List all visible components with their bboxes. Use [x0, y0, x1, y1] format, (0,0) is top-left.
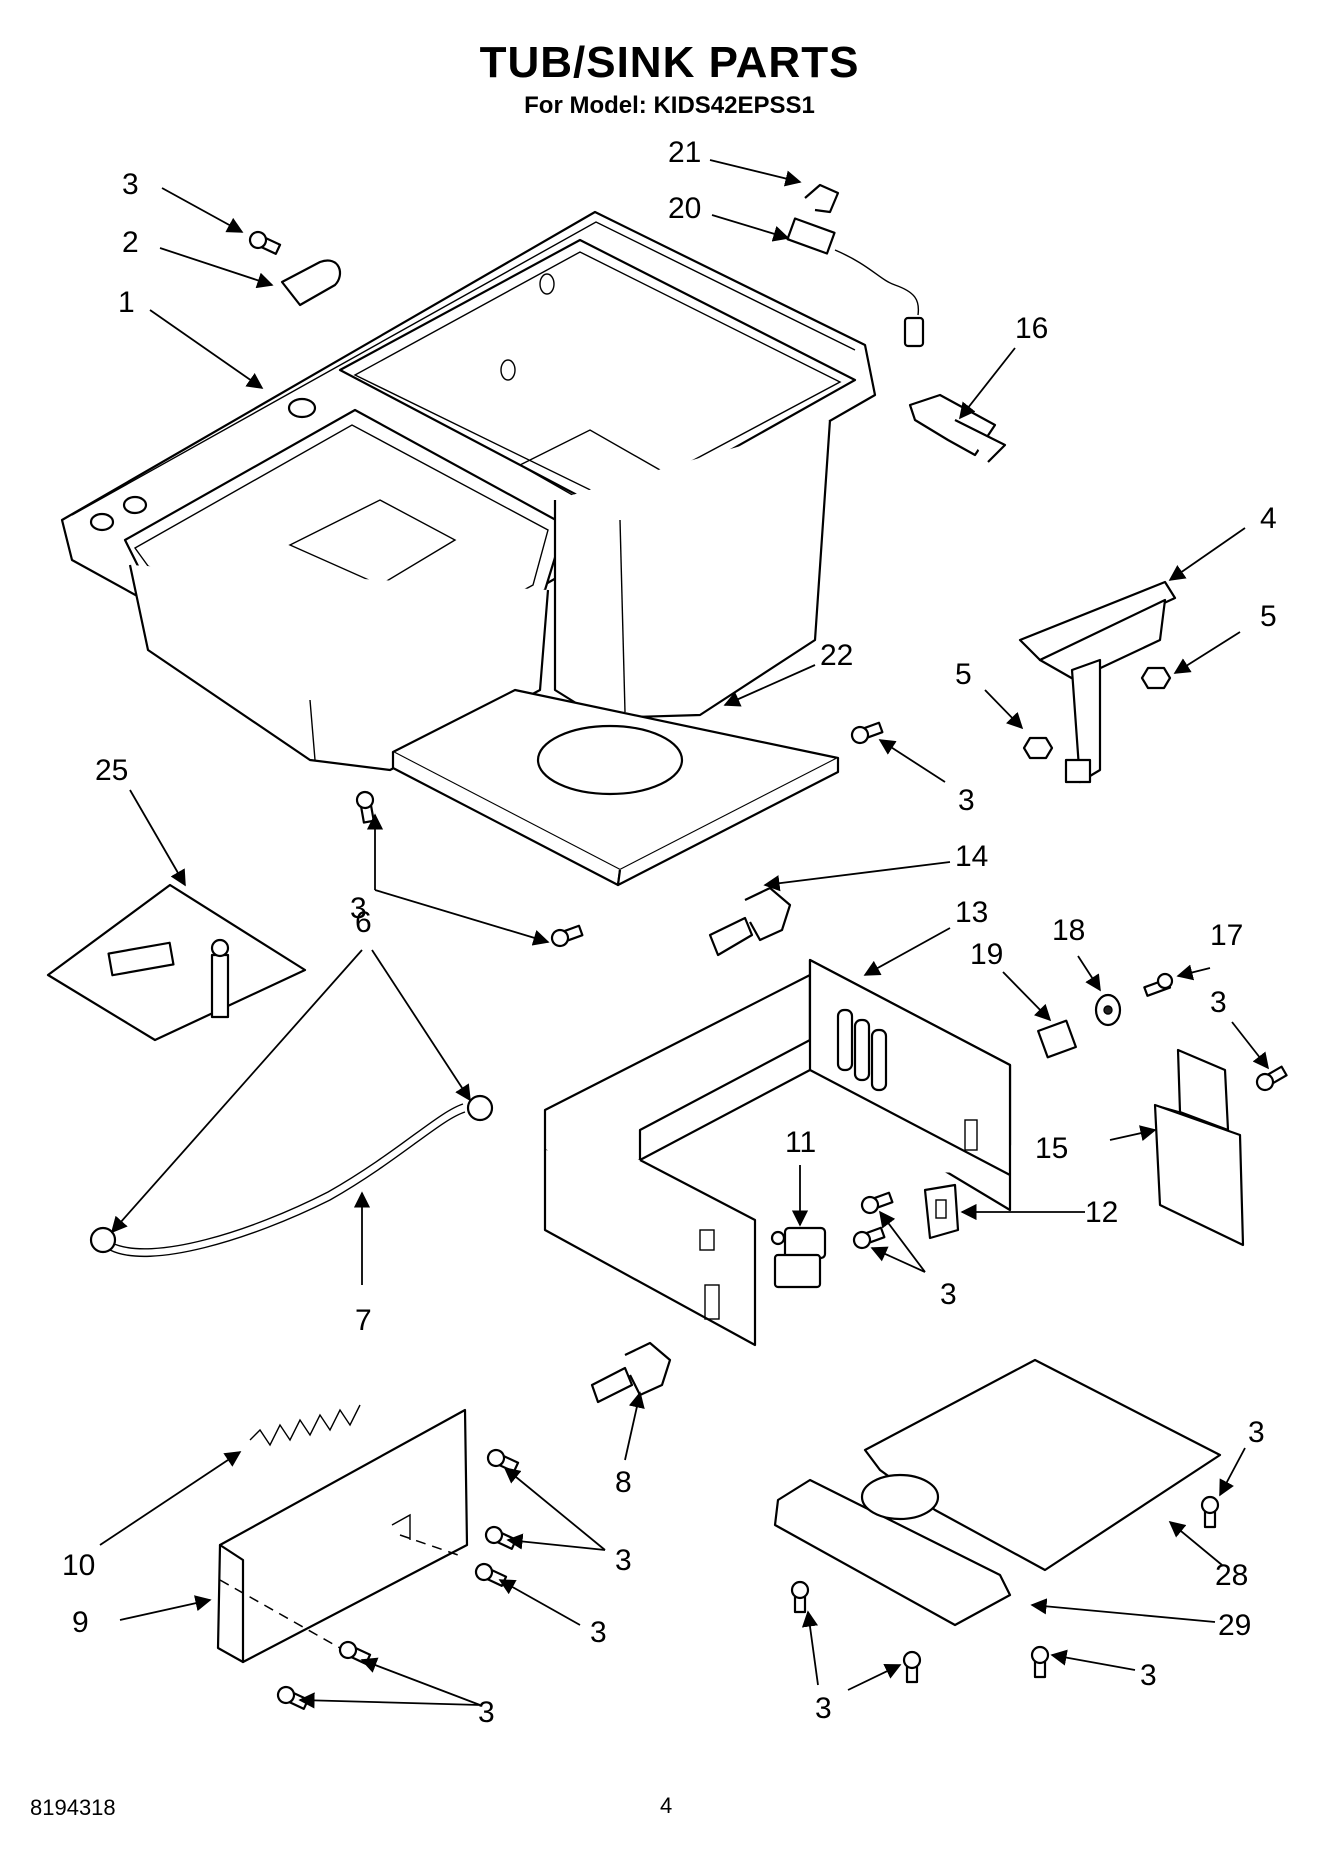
- part-29-bottom-panel: [773, 1473, 1012, 1627]
- part-13-base-frame: [543, 958, 1012, 1347]
- callout-14: 14: [955, 840, 988, 873]
- part-20-wire-harness: [786, 217, 925, 348]
- part-sink: [60, 210, 877, 772]
- document-number: 8194318: [30, 1795, 116, 1820]
- callout-5: 5: [955, 658, 972, 691]
- part-5-nut: [1022, 666, 1172, 760]
- part-15-cover: [1153, 1048, 1245, 1247]
- part-14-clip: [708, 886, 792, 957]
- callout-25: 25: [95, 754, 128, 787]
- callout-5: 5: [1260, 600, 1277, 633]
- callout-29: 29: [1218, 1609, 1251, 1642]
- part-21-clip: [804, 183, 840, 214]
- callout-13: 13: [955, 896, 988, 929]
- part-4-bracket: [1018, 580, 1177, 784]
- part-7-hose: [109, 1103, 466, 1257]
- alignment-line: [219, 1579, 341, 1649]
- page-title: TUB/SINK PARTS: [479, 38, 860, 87]
- callout-3: 3: [122, 168, 139, 201]
- part-22-tub-shield: [391, 688, 840, 887]
- part-17-screw: [1143, 972, 1174, 997]
- part-25-parts-bag: [46, 883, 307, 1042]
- callout-22: 22: [820, 639, 853, 672]
- callout-3: 3: [590, 1616, 607, 1649]
- callout-3: 3: [958, 784, 975, 817]
- callout-17: 17: [1210, 919, 1243, 952]
- callout-16: 16: [1015, 312, 1048, 345]
- callout-20: 20: [668, 192, 701, 225]
- callout-15: 15: [1035, 1132, 1068, 1165]
- callout-28: 28: [1215, 1559, 1248, 1592]
- callout-labels: 3 2 1 21 20 16 4 5 5 22 3 14 25 3 6 13 1…: [62, 136, 1277, 1729]
- part-8-clip: [590, 1341, 672, 1404]
- callout-3: 3: [1140, 1659, 1157, 1692]
- callout-1: 1: [118, 286, 135, 319]
- part-9-access-panel: [216, 1408, 469, 1664]
- callout-18: 18: [1052, 914, 1085, 947]
- callout-11: 11: [785, 1126, 816, 1159]
- leader-lines: [99, 159, 1269, 1709]
- callout-3: 3: [478, 1696, 495, 1729]
- callout-4: 4: [1260, 502, 1277, 535]
- callout-3: 3: [940, 1278, 957, 1311]
- page-number: 4: [660, 1793, 673, 1818]
- part-10-spring: [249, 1404, 361, 1447]
- part-3-screws: [248, 230, 1288, 1710]
- callout-3: 3: [350, 892, 367, 925]
- callout-8: 8: [615, 1466, 632, 1499]
- callout-19: 19: [970, 938, 1003, 971]
- part-18-wheel: [1094, 993, 1122, 1027]
- callout-3: 3: [815, 1692, 832, 1725]
- part-12-bracket: [923, 1183, 960, 1240]
- callout-3: 3: [1210, 986, 1227, 1019]
- callout-12: 12: [1085, 1196, 1118, 1229]
- callout-9: 9: [72, 1606, 89, 1639]
- callout-3: 3: [1248, 1416, 1265, 1449]
- callout-21: 21: [668, 136, 701, 169]
- callout-2: 2: [122, 226, 139, 259]
- part-19-grommet: [1037, 1019, 1077, 1059]
- callout-3: 3: [615, 1544, 632, 1577]
- model-subtitle: For Model: KIDS42EPSS1: [524, 92, 815, 119]
- part-2-bracket: [280, 259, 342, 307]
- callout-10: 10: [62, 1549, 95, 1582]
- callout-7: 7: [355, 1304, 372, 1337]
- alignment-line: [399, 1534, 459, 1556]
- part-28-bottom-panel: [863, 1358, 1222, 1572]
- part-11-valve: [770, 1226, 827, 1289]
- part-6-hose-clamp: [89, 1094, 494, 1254]
- callout-6: 6: [355, 906, 372, 939]
- part-16-clip: [908, 393, 1007, 463]
